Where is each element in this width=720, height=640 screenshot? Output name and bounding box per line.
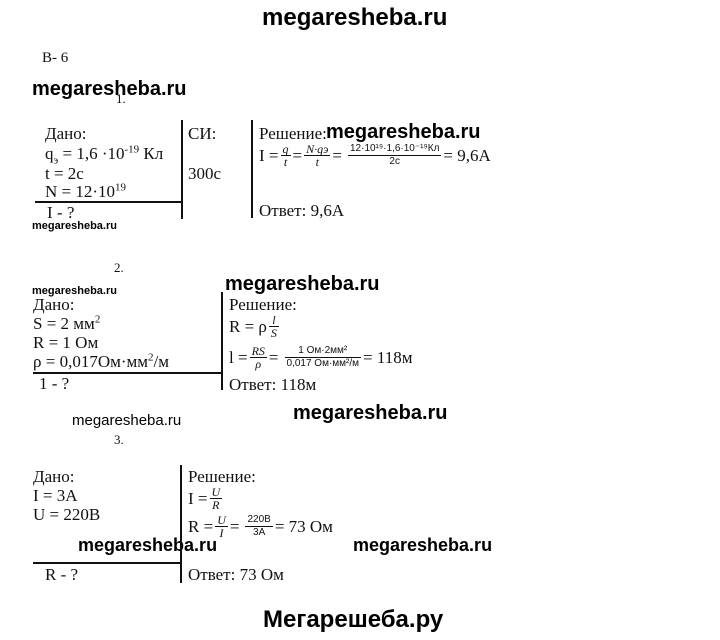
p3-answer: Ответ: 73 Ом (188, 565, 284, 584)
p2-given-title: Дано: (33, 295, 75, 314)
p3-given-voltage: U = 220В (33, 505, 101, 524)
watermark: megaresheba.ru (32, 220, 117, 232)
problem-1-number: 1. (116, 91, 126, 106)
p2-answer: Ответ: 118м (229, 375, 317, 394)
p3-given-title: Дано: (33, 467, 75, 486)
problem-3-number: 3. (114, 432, 124, 447)
p2-given-resistance: R = 1 Ом (33, 333, 99, 352)
watermark: megaresheba.ru (32, 285, 117, 297)
watermark: megaresheba.ru (32, 78, 187, 100)
p1-find: I - ? (47, 203, 75, 222)
watermark: megaresheba.ru (225, 273, 380, 295)
p1-solution-title: Решение: (259, 124, 327, 143)
watermark: megaresheba.ru (293, 402, 448, 424)
watermark: megaresheba.ru (72, 412, 182, 429)
watermark: megaresheba.ru (326, 121, 481, 143)
p1-divider-si (251, 120, 253, 218)
p2-find-underline (33, 372, 222, 374)
p3-given-current: I = 3А (33, 486, 78, 505)
p1-answer: Ответ: 9,6А (259, 201, 345, 220)
watermark-bottom: Мегарешеба.ру (263, 606, 444, 633)
p3-find-underline (33, 562, 181, 564)
watermark: megaresheba.ru (353, 535, 493, 555)
watermark: megaresheba.ru (78, 535, 218, 555)
p1-si-value: 300с (188, 164, 222, 183)
p2-given-resistivity: ρ = 0,017Ом·мм2/м (33, 351, 170, 371)
p1-given-title: Дано: (45, 124, 87, 143)
variant-label: В- 6 (42, 50, 69, 66)
p1-given-time: t = 2с (45, 164, 84, 183)
p2-solution-title: Решение: (229, 295, 297, 314)
p3-solution-title: Решение: (188, 467, 256, 486)
watermark-top: megaresheba.ru (262, 4, 448, 31)
p2-find: 1 - ? (39, 374, 70, 393)
p3-find: R - ? (45, 565, 79, 584)
p3-divider (180, 465, 182, 583)
problem-2-number: 2. (114, 260, 124, 275)
p1-given-charge: qэ = 1,6 ·10-19 Кл (45, 143, 164, 167)
p1-si-title: СИ: (188, 124, 217, 143)
p2-divider (221, 292, 223, 390)
p2-given-area: S = 2 мм2 (33, 313, 101, 333)
p1-given-count: N = 12·1019 (45, 181, 127, 201)
p1-divider-given (181, 120, 183, 219)
p1-find-underline (35, 201, 182, 203)
